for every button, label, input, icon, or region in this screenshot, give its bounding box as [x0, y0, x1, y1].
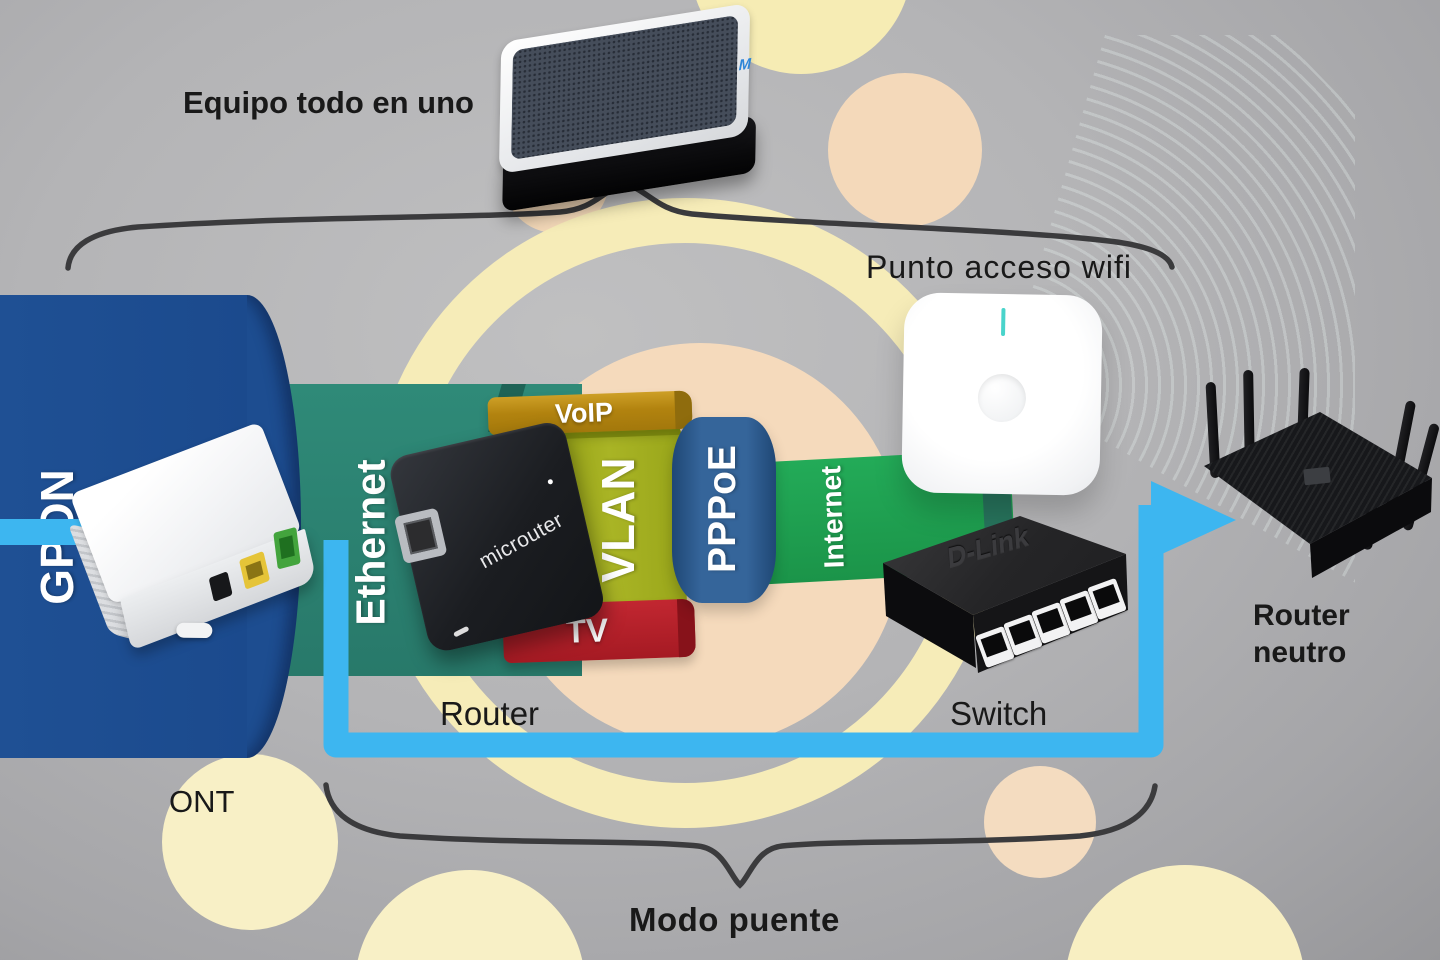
movistar-logo-icon: M — [738, 55, 752, 75]
ont-label: ONT — [169, 784, 235, 819]
background-circle-bottom-right — [1065, 865, 1305, 960]
microuter-led — [547, 478, 554, 485]
neutral-router-label: Router neutro — [1253, 599, 1350, 669]
router-logo-plate — [1303, 466, 1331, 486]
ont-port-phone — [208, 571, 233, 602]
microuter-brand-label: microuter — [475, 508, 568, 574]
access-point-led — [1001, 307, 1006, 337]
bridge-mode-label: Modo puente — [629, 901, 840, 938]
wifi-access-point-label: Punto acceso wifi — [866, 249, 1133, 285]
ont-port-ethernet — [238, 550, 271, 590]
neutral-router-device — [1192, 338, 1440, 618]
background-circle-bottom-left-2 — [355, 870, 585, 960]
background-circle-bottom-left-1 — [162, 754, 338, 930]
switch-label: Switch — [950, 695, 1048, 732]
internet-band-label: Internet — [815, 465, 850, 569]
background-circle-tan-right — [828, 73, 982, 227]
ont-port-fiber — [273, 526, 301, 570]
all-in-one-top-panel — [511, 14, 739, 161]
microuter-body: microuter — [386, 419, 608, 655]
pppoe-band-label: PPPoE — [701, 445, 744, 573]
all-in-one-device: M — [498, 0, 773, 220]
wifi-access-point-device — [901, 292, 1103, 496]
all-in-one-label: Equipo todo en uno — [183, 85, 474, 120]
ont-fiber-stub — [176, 622, 213, 639]
background-circle-peach-small — [984, 766, 1096, 878]
router-label: Router — [440, 695, 540, 732]
microuter-usb-port — [453, 625, 470, 638]
switch-device: D-Link — [870, 510, 1136, 690]
access-point-button — [977, 373, 1027, 423]
microuter-ethernet-port — [393, 507, 448, 565]
